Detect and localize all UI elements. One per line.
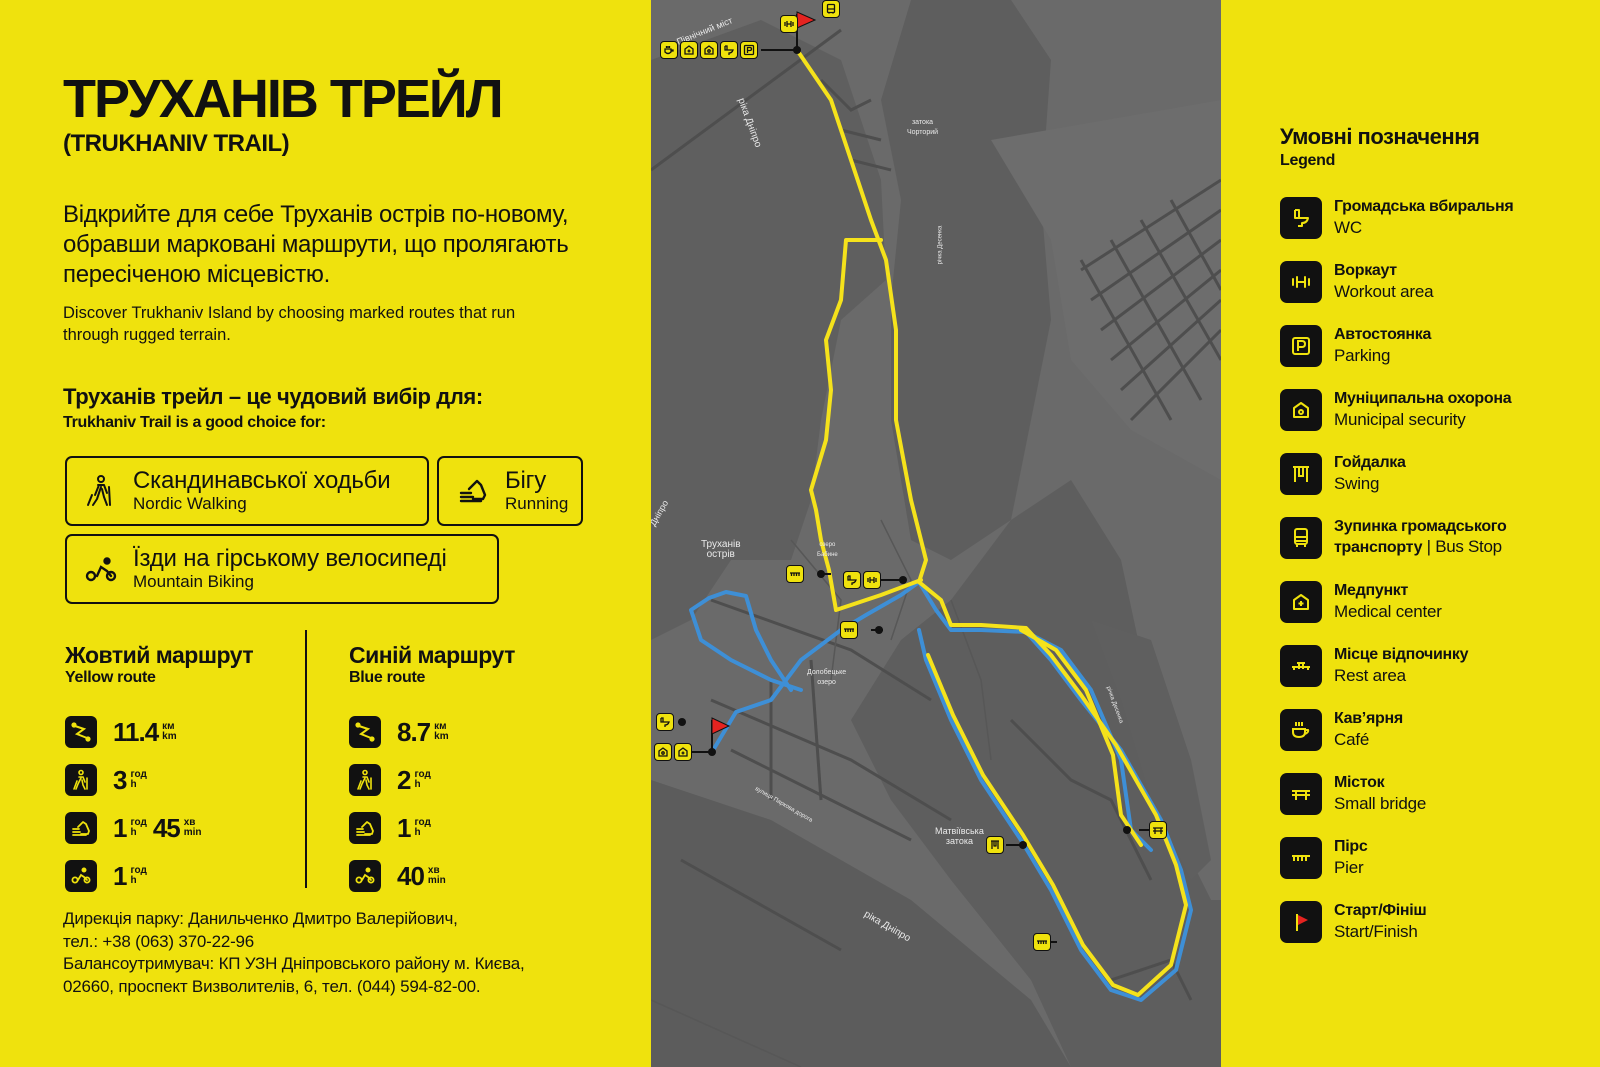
poi-pier[interactable] <box>1033 933 1051 951</box>
yellow-route-section: Жовтий маршрут Yellow route <box>65 642 254 686</box>
mountain-bike-icon <box>83 551 119 587</box>
poi-swing[interactable] <box>986 836 1004 854</box>
start-finish-flag-north <box>796 11 817 36</box>
route-distance-icon <box>349 716 381 748</box>
page-subtitle: (TRUKHANIV TRAIL) <box>63 130 290 157</box>
bridge-icon <box>1280 773 1322 815</box>
poi-security[interactable] <box>700 41 718 59</box>
legend-title: Умовні позначення <box>1280 124 1480 149</box>
route-distance-icon <box>65 716 97 748</box>
activity-mountain-biking: Їзди на гірському велосипеді Mountain Bi… <box>65 534 499 604</box>
trail-map[interactable]: Північний міст ріка Дніпро ріка Дніпро Д… <box>651 0 1221 1067</box>
running-shoe-icon <box>65 812 97 844</box>
nordic-walking-icon <box>65 764 97 796</box>
pier-icon <box>1280 837 1322 879</box>
parking-icon <box>1280 325 1322 367</box>
activity-running: Бігу Running <box>437 456 583 526</box>
poi-toilet[interactable] <box>720 41 738 59</box>
running-shoe-icon <box>349 812 381 844</box>
poi-workout[interactable] <box>780 15 798 33</box>
poi-toilet[interactable] <box>656 713 674 731</box>
nordic-walking-icon <box>83 473 119 509</box>
good-choice-subheading: Trukhaniv Trail is a good choice for: <box>63 414 326 431</box>
poi-workout[interactable] <box>863 571 881 589</box>
start-finish-flag-south <box>711 717 731 752</box>
running-shoe-icon <box>455 473 491 509</box>
intro-ukrainian: Відкрийте для себе Труханів острів по-но… <box>63 201 569 288</box>
info-panel: ТРУХАНІВ ТРЕЙЛ (TRUKHANIV TRAIL) Відкрий… <box>63 0 633 1067</box>
poi-bridge[interactable] <box>1149 821 1167 839</box>
activity-nordic-walking: Скандинавської ходьби Nordic Walking <box>65 456 429 526</box>
mountain-bike-icon <box>65 860 97 892</box>
label-desenka-north: річка Десенка <box>937 225 944 265</box>
poi-toilet[interactable] <box>843 571 861 589</box>
page-title: ТРУХАНІВ ТРЕЙЛ <box>63 69 504 129</box>
medical-icon <box>1280 581 1322 623</box>
legend-item-bus-stop: Зупинка громадського транспорту | Bus St… <box>1280 517 1507 559</box>
rest-area-icon <box>1280 645 1322 687</box>
contact-info: Дирекція парку: Данильченко Дмитро Валер… <box>63 909 525 996</box>
toilet-icon <box>1280 197 1322 239</box>
poi-bus-stop[interactable] <box>822 0 840 18</box>
swing-icon <box>1280 453 1322 495</box>
poi-pier[interactable] <box>840 621 858 639</box>
poi-parking[interactable] <box>740 41 758 59</box>
poi-security[interactable] <box>654 743 672 761</box>
flag-icon <box>1280 901 1322 943</box>
legend-subtitle: Legend <box>1280 152 1336 169</box>
dumbbell-icon <box>1280 261 1322 303</box>
poi-medical[interactable] <box>674 743 692 761</box>
security-icon <box>1280 389 1322 431</box>
blue-route-section: Синій маршрут Blue route <box>349 642 515 686</box>
poi-cafe[interactable] <box>660 41 678 59</box>
nordic-walking-icon <box>349 764 381 796</box>
poi-medical[interactable] <box>680 41 698 59</box>
intro-english: Discover Trukhaniv Island by choosing ma… <box>63 304 516 344</box>
map-base <box>651 0 1221 1067</box>
mountain-bike-icon <box>349 860 381 892</box>
poi-pier[interactable] <box>786 565 804 583</box>
coffee-icon <box>1280 709 1322 751</box>
bus-icon <box>1280 517 1322 559</box>
route-divider <box>305 630 307 888</box>
good-choice-heading: Труханів трейл – це чудовий вибір для: <box>63 384 483 409</box>
